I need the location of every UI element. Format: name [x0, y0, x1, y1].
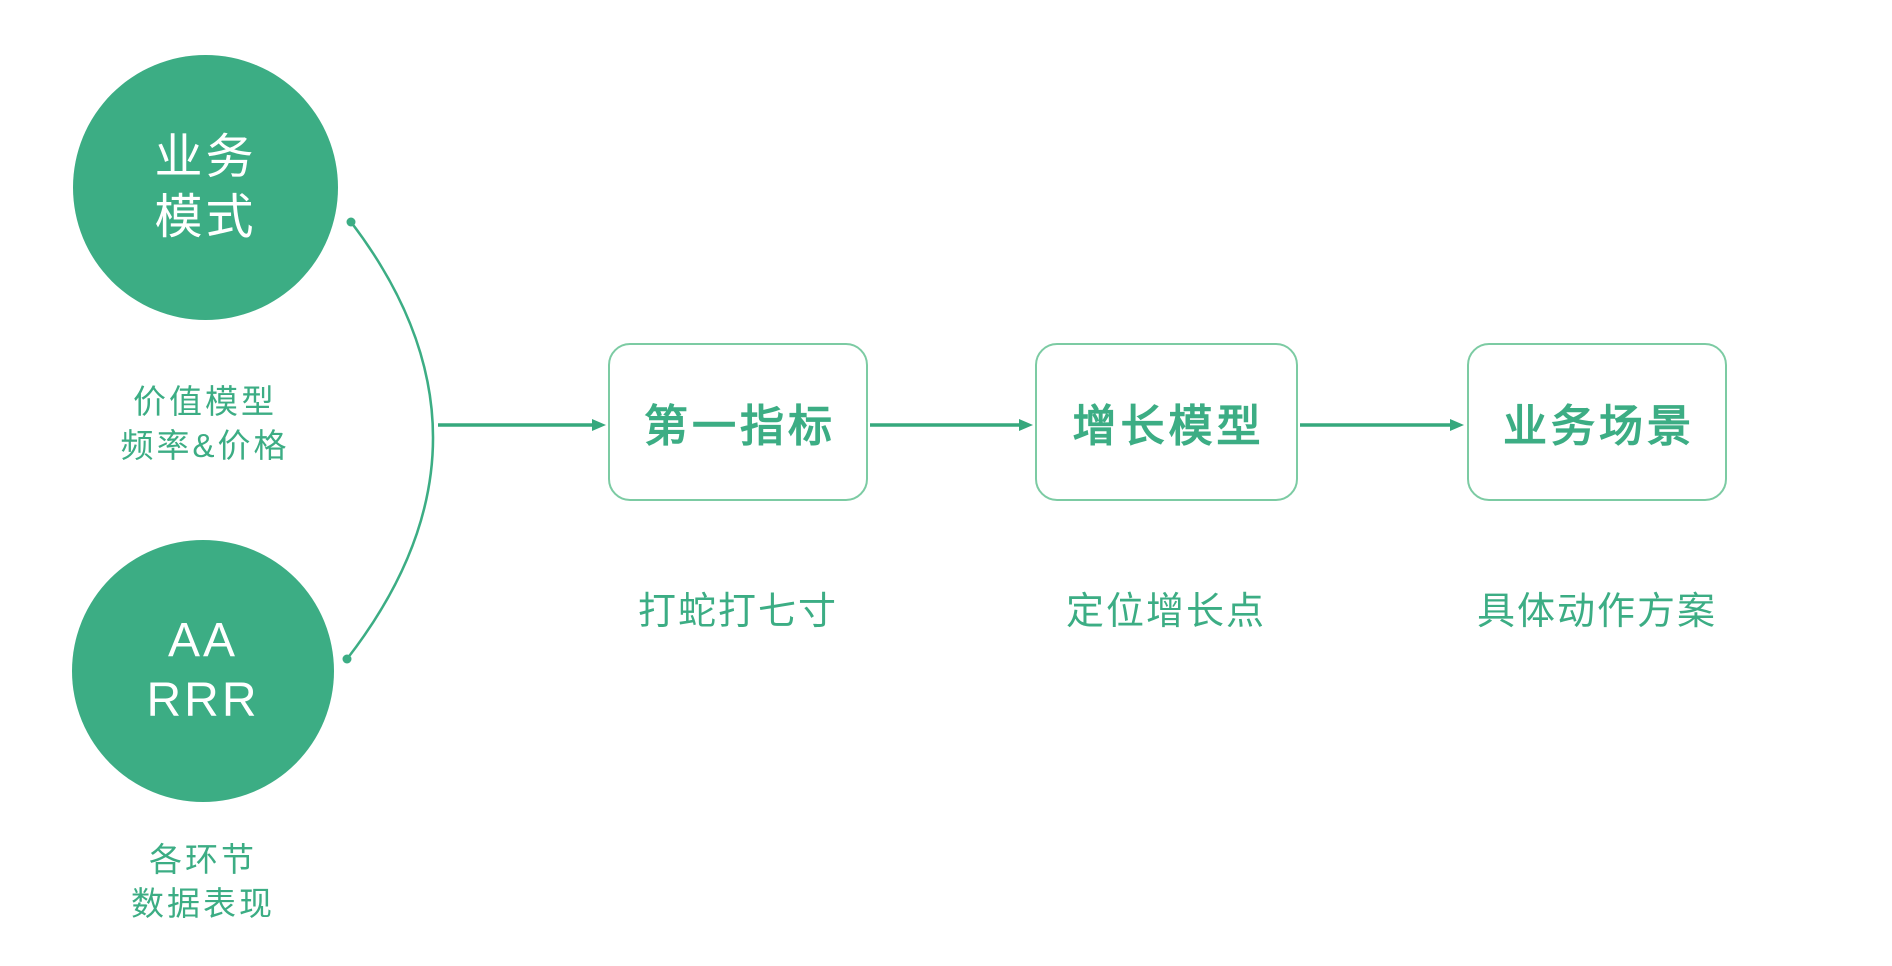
step-box-first-metric: 第一指标 [608, 343, 868, 501]
input-node-aarrr: AA RRR [72, 540, 334, 802]
step-box-growth-model: 增长模型 [1035, 343, 1298, 501]
input-caption-business-model: 价值模型 频率&价格 [120, 383, 290, 464]
merge-curve [346, 221, 435, 660]
input-node-business-model: 业务 模式 [73, 55, 338, 320]
merge-curve-top-dot [346, 217, 356, 227]
merge-curve-bottom-dot [342, 654, 352, 664]
input-caption-aarrr: 各环节 数据表现 [131, 841, 275, 922]
step-caption-business-scenario: 具体动作方案 [1476, 591, 1717, 633]
step-caption-first-metric: 打蛇打七寸 [637, 591, 838, 633]
step-caption-growth-model: 定位增长点 [1065, 591, 1266, 633]
step-box-business-scenario: 业务场景 [1467, 343, 1727, 501]
